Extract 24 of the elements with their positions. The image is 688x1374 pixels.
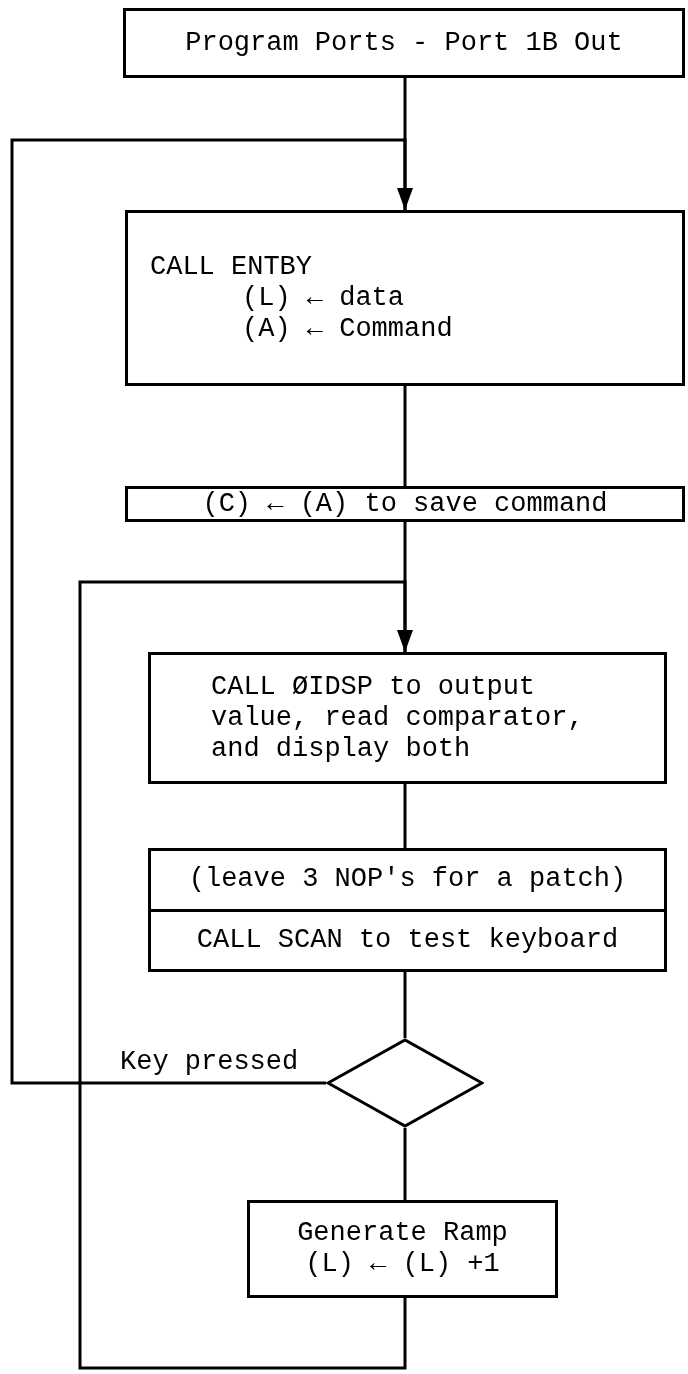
connector-arrow — [10, 138, 413, 1085]
step-text: CALL SCAN to test keyboard — [196, 924, 619, 956]
connector-line — [403, 784, 407, 848]
step-text: Generate Ramp — [296, 1218, 509, 1249]
step-text: (L) ← (L) +1 — [304, 1249, 501, 1280]
process-box — [123, 8, 685, 78]
process-box — [148, 652, 667, 784]
step-text: (A) ← Command — [241, 313, 454, 345]
step-text: Program Ports - Port 1B Out — [184, 27, 624, 59]
step-text: (leave 3 NOP's for a patch) — [188, 864, 627, 896]
decision-diamond — [326, 1038, 484, 1128]
connector-line — [403, 972, 407, 1038]
step-text: (C) ← (A) to save command — [201, 488, 609, 520]
connector-line — [403, 1128, 407, 1200]
process-box — [125, 486, 685, 522]
connector-arrow — [78, 580, 413, 1370]
process-box — [148, 848, 667, 972]
connector-line — [403, 386, 407, 486]
step-text: CALL ENTBY — [149, 251, 314, 283]
step-text: CALL ØIDSP to output value, read comparator, and display both — [210, 671, 585, 765]
edge-label: Key pressed — [120, 1047, 299, 1078]
step-text: (L) ← data — [241, 282, 406, 314]
process-box — [247, 1200, 558, 1298]
process-box — [125, 210, 685, 386]
